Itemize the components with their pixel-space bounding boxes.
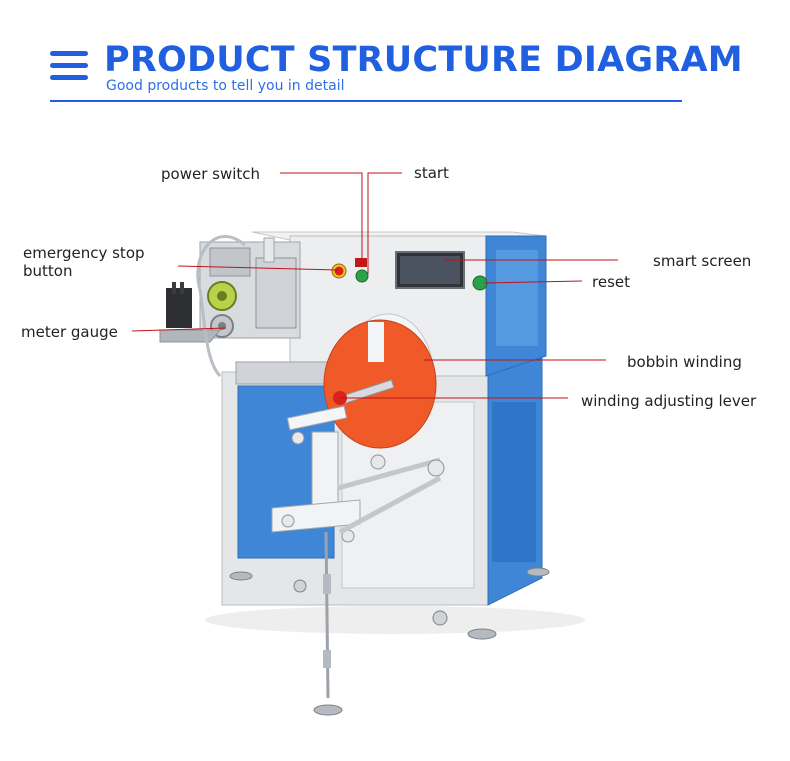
power-switch: [355, 258, 367, 267]
label-meter-gauge: meter gauge: [21, 323, 118, 341]
caster-right: [432, 610, 448, 626]
leader-lines: [131, 172, 618, 399]
upper-side-vent: [496, 250, 538, 346]
feed-block: [209, 247, 251, 277]
cutter-block: [255, 257, 297, 329]
pedal-rod: [324, 531, 330, 699]
cylinder: [263, 237, 275, 263]
guide-rod-upper: [337, 457, 441, 491]
label-power-switch: power switch: [161, 165, 261, 183]
air-tube: [196, 235, 246, 378]
emergency-stop-leader: [177, 265, 339, 271]
page-subtitle: Good products to tell you in detail: [106, 78, 345, 94]
floor-shadow: [205, 606, 585, 634]
meter-gauge-leader: [131, 327, 227, 332]
page-title: PRODUCT STRUCTURE DIAGRAM: [104, 40, 743, 80]
label-smart-screen: smart screen: [653, 252, 752, 270]
label-reset: reset: [592, 273, 630, 291]
foot-front: [467, 628, 497, 640]
foot-left: [229, 571, 253, 581]
base-side-door: [492, 402, 536, 562]
label-emergency-stop-line1: emergency stop: [23, 244, 145, 262]
emergency-stop-button: [334, 266, 344, 276]
smart-screen-display: [400, 256, 460, 284]
start-leader: [367, 172, 402, 274]
power-switch-leader: [280, 172, 363, 259]
reset-leader: [483, 280, 583, 284]
menu-icon[interactable]: [50, 51, 88, 87]
pedal-foot: [313, 704, 343, 716]
header-divider: [50, 100, 682, 102]
page-header: PRODUCT STRUCTURE DIAGRAM Good products …: [0, 0, 790, 110]
shelf: [235, 361, 331, 385]
bobbin-slot: [368, 322, 384, 362]
label-start: start: [414, 164, 449, 182]
lever-upper-bar: [286, 405, 348, 431]
foot-right: [526, 567, 550, 577]
label-emergency-stop-line2: button: [23, 262, 73, 280]
label-winding-adjusting-lever: winding adjusting lever: [581, 392, 757, 410]
caster-left: [293, 579, 307, 593]
guide-rod-lower: [338, 475, 442, 535]
wire-guides: [166, 288, 192, 328]
guide-tray: [159, 329, 222, 343]
start-button: [355, 269, 369, 283]
label-bobbin-winding: bobbin winding: [627, 353, 742, 371]
